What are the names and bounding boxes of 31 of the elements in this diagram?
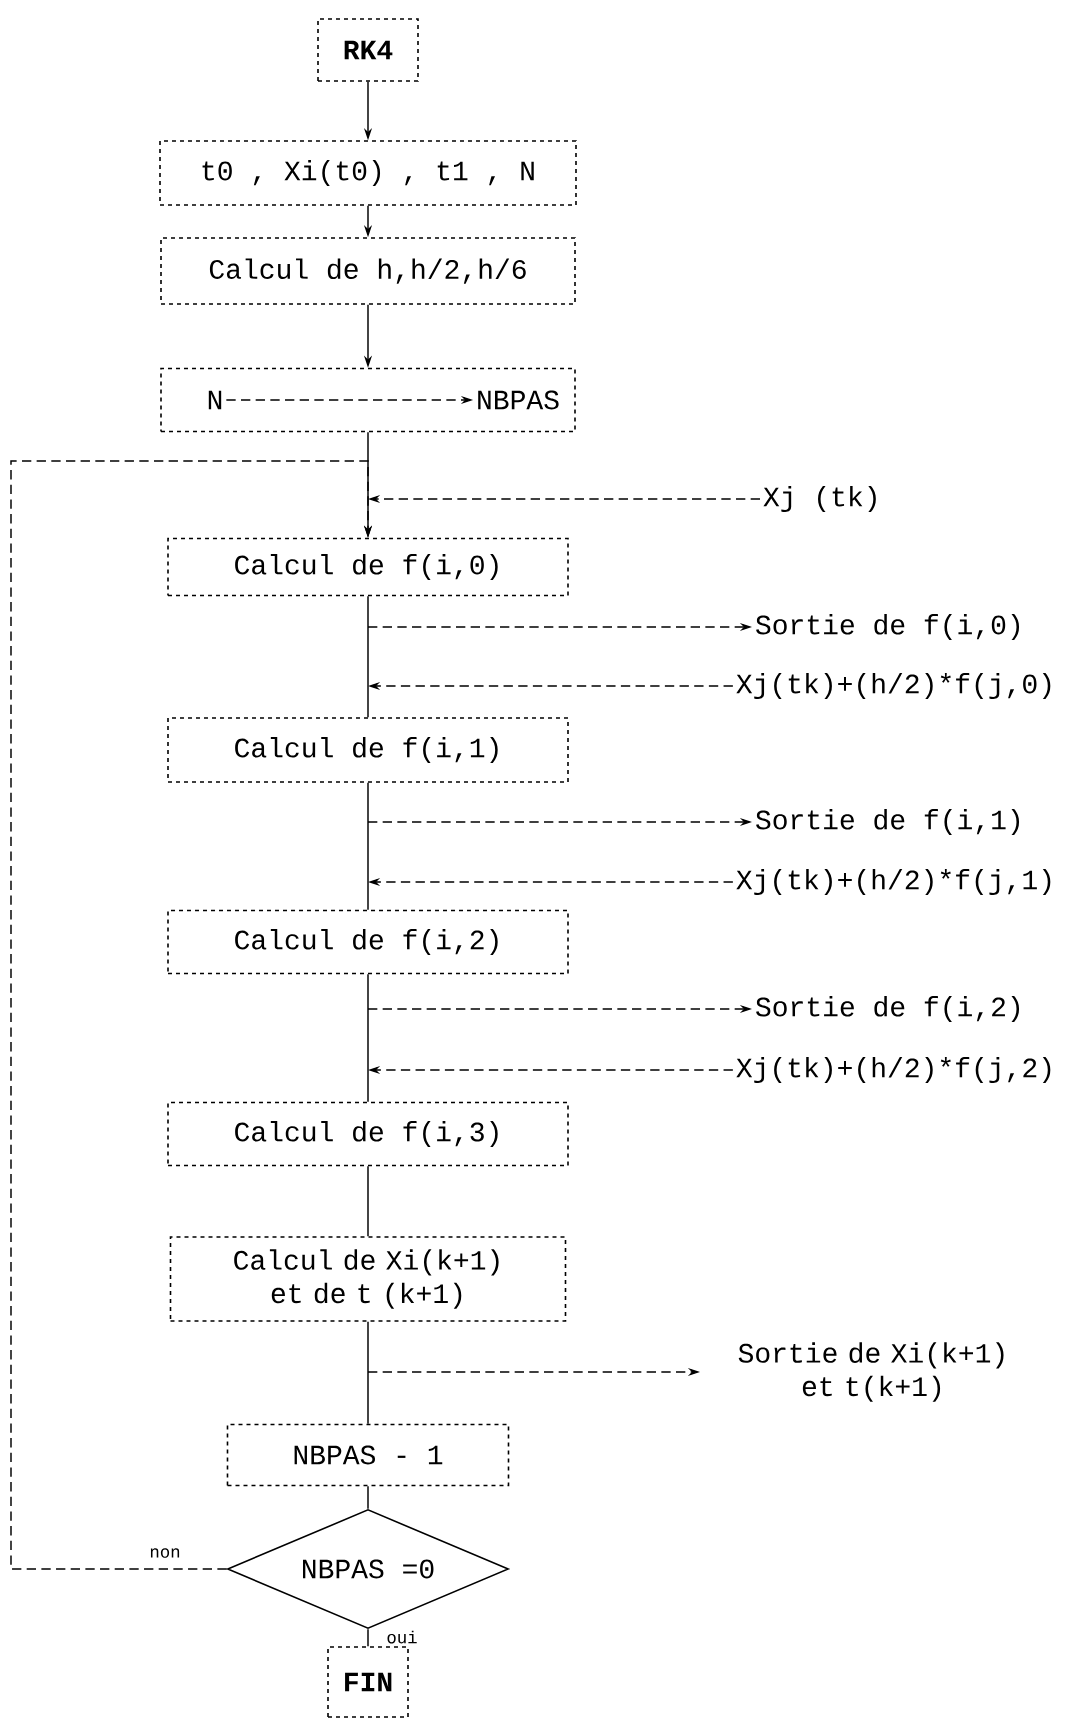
flow-text: N: [208, 390, 222, 410]
flow-text: Xj(tk)+(h/2)*f(j,1): [736, 868, 1051, 896]
process-box: Calcul de h,h/2,h/6: [160, 237, 576, 305]
edge-label: oui: [385, 1629, 419, 1645]
process-box: [160, 367, 576, 433]
connector-line: [367, 595, 369, 718]
connector-line: [367, 1321, 369, 1425]
connector-line: [367, 1165, 369, 1237]
connector-line: [367, 1628, 369, 1647]
flow-text: Sortie de f(i,2): [756, 995, 1020, 1023]
process-box: Calcul de f(i,1): [167, 717, 569, 783]
process-box: FIN: [327, 1646, 409, 1718]
process-box: RK4: [317, 18, 419, 82]
connector-line: [367, 973, 369, 1103]
connector-line: [367, 782, 369, 911]
output-text: Sortie de Xi(k+1) et t(k+1): [738, 1342, 1004, 1402]
process-box: Calcul de f(i,2): [167, 909, 569, 975]
process-box: Calcul de f(i,0): [167, 537, 569, 597]
flow-text: Sortie de f(i,0): [756, 613, 1020, 641]
flow-text: Xj(tk)+(h/2)*f(j,0): [736, 672, 1051, 700]
flow-text: NBPAS: [478, 390, 559, 410]
flow-text: Xj(tk)+(h/2)*f(j,2): [736, 1056, 1051, 1084]
process-box: t0 , Xi(t0) , t1 , N: [159, 140, 577, 206]
edge-label: non: [148, 1546, 182, 1560]
connector-line: [367, 1485, 369, 1510]
process-box: NBPAS - 1: [226, 1423, 510, 1487]
flow-text: Xj (tk): [763, 485, 876, 513]
process-box: Calcul de f(i,3): [167, 1101, 569, 1167]
process-box: Calcul de Xi(k+1) et de t (k+1): [169, 1236, 567, 1322]
flow-text: Sortie de f(i,1): [756, 808, 1020, 836]
arrow: [10, 460, 373, 1570]
